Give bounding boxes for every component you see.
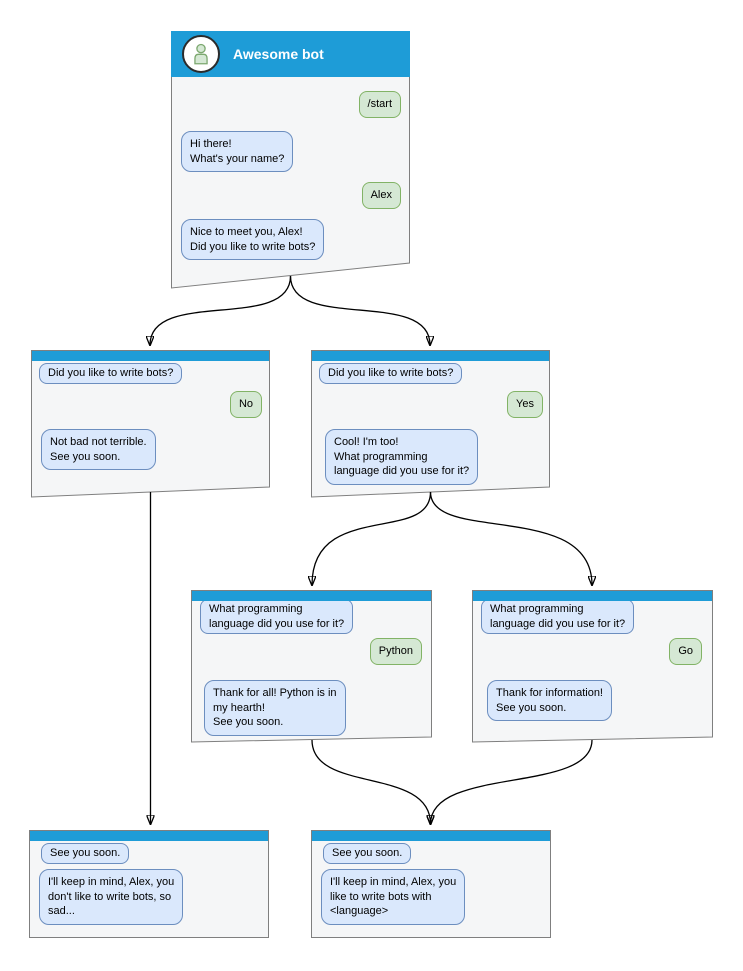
chat-window-branch-no: Did you like to write bots? No Not bad n… (31, 350, 270, 498)
window-titlebar (192, 591, 431, 601)
bot-message-bubble: What programming language did you use fo… (481, 599, 635, 635)
bot-message-bubble: I'll keep in mind, Alex, you like to wri… (321, 869, 466, 925)
bot-message-bubble: See you soon. (323, 843, 412, 864)
user-message-bubble: Go (669, 638, 702, 665)
bot-message-bubble: I'll keep in mind, Alex, you don't like … (39, 869, 184, 925)
user-message-bubble: Alex (361, 182, 401, 209)
bot-message-bubble: Did you like to write bots? (319, 363, 463, 384)
window-titlebar (312, 351, 549, 361)
bot-name-title: Awesome bot (233, 46, 324, 62)
user-message-bubble: Python (369, 638, 422, 665)
bot-message-bubble: Nice to meet you, Alex! Did you like to … (181, 219, 325, 261)
avatar (182, 35, 220, 73)
window-titlebar (312, 831, 550, 841)
bot-message-bubble: Thank for all! Python is in my hearth! S… (204, 680, 346, 736)
bot-message-bubble: See you soon. (41, 843, 130, 864)
window-titlebar (32, 351, 269, 361)
bot-message-bubble: Did you like to write bots? (39, 363, 183, 384)
user-message-bubble: /start (358, 91, 401, 118)
window-titlebar (30, 831, 268, 841)
chat-window-main: /start Hi there! What's your name? Alex … (171, 31, 410, 289)
edge-go-to-end-yes (431, 739, 593, 824)
user-message-bubble: Yes (507, 391, 543, 418)
bot-message-bubble: Hi there! What's your name? (181, 131, 294, 173)
chat-window-branch-yes: Did you like to write bots? Yes Cool! I'… (311, 350, 550, 498)
bot-message-bubble: Thank for information! See you soon. (487, 680, 612, 722)
edge-yes-to-python (312, 491, 432, 585)
window-titlebar (473, 591, 712, 601)
chat-window-branch-go: What programming language did you use fo… (472, 590, 713, 743)
bot-message-bubble: Not bad not terrible. See you soon. (41, 429, 156, 471)
edge-python-to-end-yes (311, 739, 431, 824)
person-icon (194, 43, 208, 65)
window-titlebar: Awesome bot (171, 31, 410, 77)
chat-window-end-yes: See you soon. I'll keep in mind, Alex, y… (311, 830, 551, 938)
chat-window-end-no: See you soon. I'll keep in mind, Alex, y… (29, 830, 269, 938)
user-message-bubble: No (229, 391, 262, 418)
bot-message-bubble: What programming language did you use fo… (200, 599, 354, 635)
edge-yes-to-go (429, 491, 593, 585)
chat-window-branch-python: What programming language did you use fo… (191, 590, 432, 743)
bot-message-bubble: Cool! I'm too! What programming language… (325, 429, 479, 485)
